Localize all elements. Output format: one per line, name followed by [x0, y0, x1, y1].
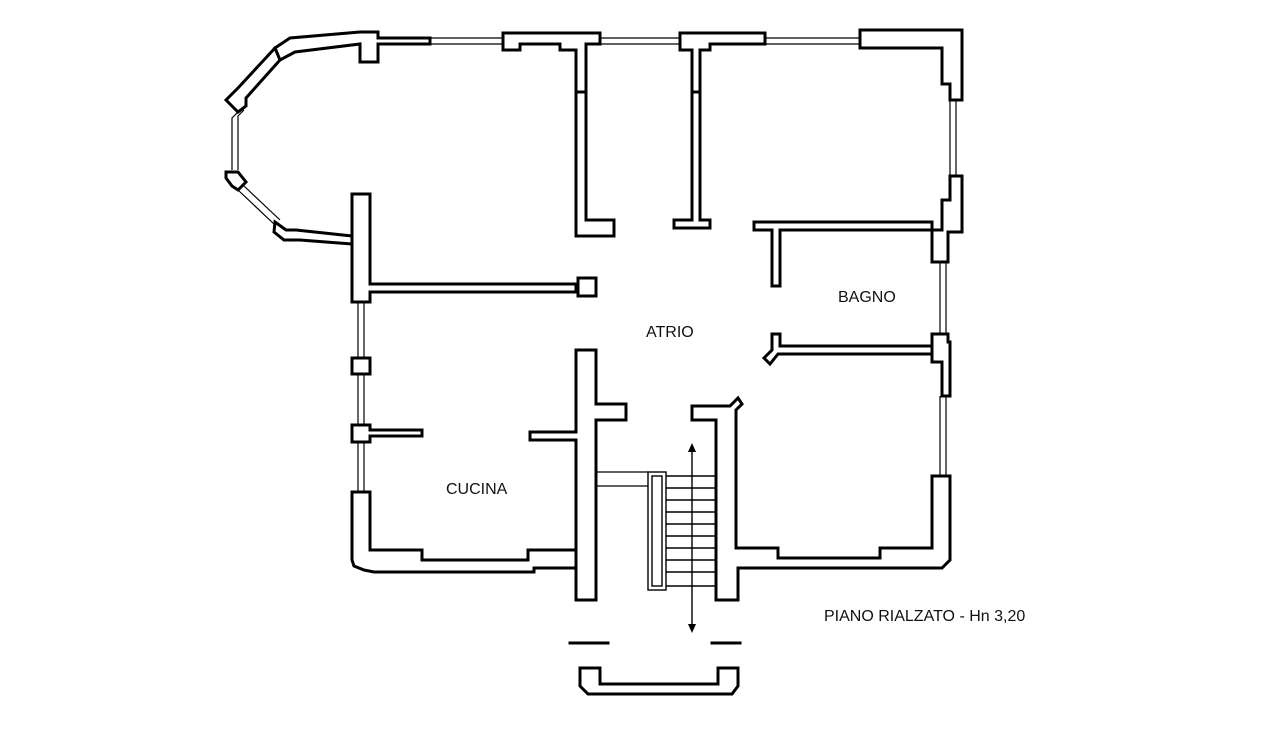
room-label-bagno: BAGNO — [838, 289, 896, 306]
interior-walls — [574, 90, 934, 367]
room-label-cucina: CUCINA — [446, 481, 508, 498]
floor-caption: PIANO RIALZATO - Hn 3,20 — [824, 608, 1025, 625]
staircase — [647, 471, 716, 591]
room-label-atrio: ATRIO — [646, 324, 694, 341]
entrance-step — [568, 641, 742, 696]
outer-walls — [223, 28, 964, 602]
double-arrow-icon — [688, 443, 696, 633]
